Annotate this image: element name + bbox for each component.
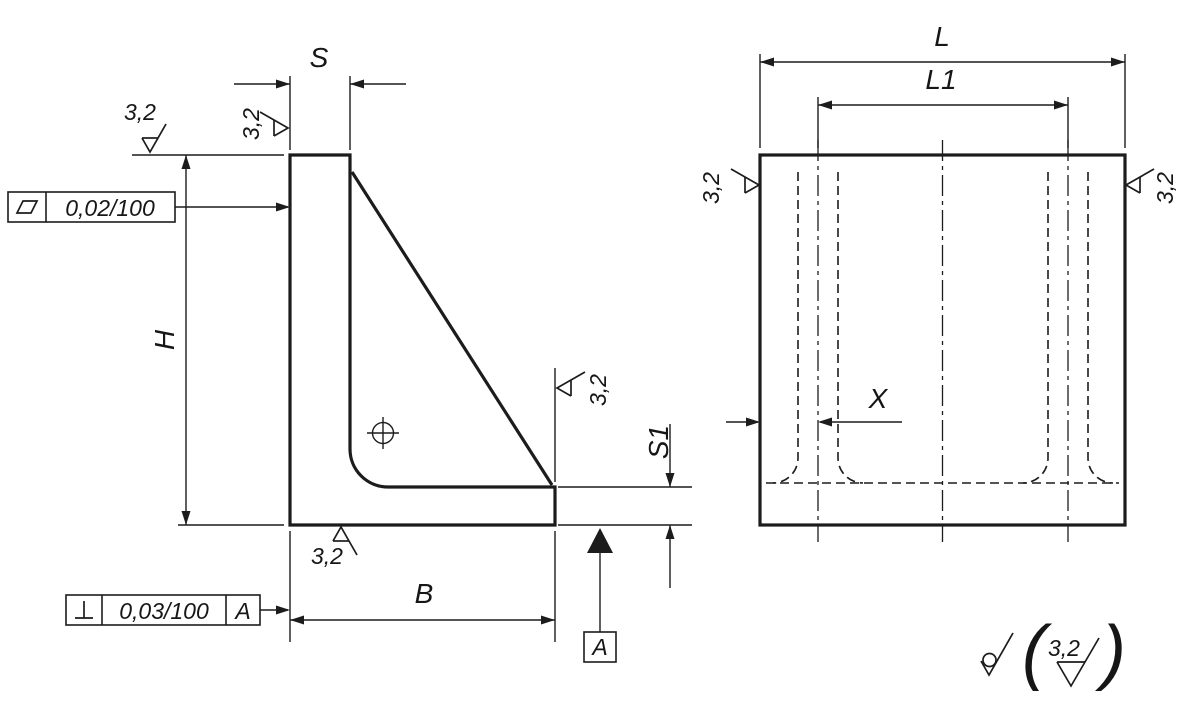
arrow-icon bbox=[350, 79, 364, 89]
arrow-icon bbox=[818, 417, 832, 427]
center-mark-icon bbox=[367, 417, 399, 449]
datum-triangle-icon bbox=[587, 528, 613, 553]
perpendicularity-datum-ref: A bbox=[233, 598, 250, 624]
arrow-icon bbox=[181, 155, 191, 169]
arrow-icon bbox=[276, 605, 290, 615]
gusset-edge bbox=[350, 171, 554, 486]
datum-label: A bbox=[590, 634, 607, 660]
arrow-icon bbox=[1054, 100, 1068, 110]
dim-h-label: H bbox=[149, 329, 180, 350]
dimension-l: L bbox=[759, 21, 1126, 148]
bracket-outline bbox=[288, 153, 557, 527]
arrow-icon bbox=[1111, 57, 1125, 67]
arrow-icon bbox=[541, 615, 555, 625]
arrow-icon bbox=[818, 100, 832, 110]
surface-finish-icon: 3,2 bbox=[124, 99, 167, 154]
roughness-value: 3,2 bbox=[124, 99, 156, 125]
datum-a: A bbox=[583, 528, 617, 663]
dimension-l1: L1 bbox=[817, 64, 1069, 148]
centerlines bbox=[817, 140, 1069, 542]
dim-l-label: L bbox=[934, 21, 950, 52]
flatness-fcf: 0,02/100 bbox=[7, 191, 290, 223]
dimension-b: B bbox=[289, 531, 556, 642]
roughness-value: 3,2 bbox=[238, 108, 264, 140]
arrow-icon bbox=[746, 417, 760, 427]
dim-l1-label: L1 bbox=[925, 64, 956, 95]
flatness-icon bbox=[15, 200, 39, 214]
surface-finish-icon: 3,2 bbox=[1048, 635, 1100, 688]
perpendicularity-icon bbox=[75, 601, 93, 619]
arrow-icon bbox=[760, 57, 774, 67]
dimension-s1: S1 bbox=[558, 424, 692, 588]
surface-finish-icon: 3,2 bbox=[554, 368, 611, 482]
arrow-icon bbox=[665, 525, 675, 539]
surface-finish-icon: 3,2 bbox=[698, 168, 761, 204]
roughness-value: 3,2 bbox=[1152, 172, 1178, 204]
roughness-value: 3,2 bbox=[1048, 635, 1080, 661]
surface-finish-icon: 3,2 bbox=[311, 525, 358, 569]
arrow-icon bbox=[276, 79, 290, 89]
dim-s1-label: S1 bbox=[643, 425, 674, 459]
dimension-s: S bbox=[234, 42, 406, 150]
flatness-tolerance: 0,02/100 bbox=[65, 195, 155, 221]
perpendicularity-tolerance: 0,03/100 bbox=[119, 598, 209, 624]
side-view: S H B S1 bbox=[7, 42, 692, 663]
roughness-value: 3,2 bbox=[698, 172, 724, 204]
front-view: L L1 X 3,2 3,2 bbox=[698, 21, 1178, 542]
arrow-icon bbox=[276, 202, 290, 212]
arrow-icon bbox=[665, 473, 675, 487]
roughness-value: 3,2 bbox=[585, 374, 611, 406]
dim-b-label: B bbox=[415, 578, 434, 609]
dimension-h: H bbox=[132, 154, 284, 526]
roughness-value: 3,2 bbox=[311, 543, 343, 569]
surface-finish-icon: 3,2 bbox=[238, 108, 290, 140]
dimension-x: X bbox=[726, 383, 902, 427]
all-surfaces-finish-icon bbox=[980, 632, 1014, 677]
dim-x-label: X bbox=[868, 383, 889, 414]
surface-finish-icon: 3,2 bbox=[1124, 168, 1178, 204]
dim-s-label: S bbox=[310, 42, 329, 73]
arrow-icon bbox=[181, 511, 191, 525]
general-roughness-note: ( 3,2 ) bbox=[980, 612, 1126, 692]
arrow-icon bbox=[290, 615, 304, 625]
perpendicularity-fcf: 0,03/100 A bbox=[65, 594, 290, 626]
note-close-paren: ) bbox=[1095, 612, 1126, 692]
